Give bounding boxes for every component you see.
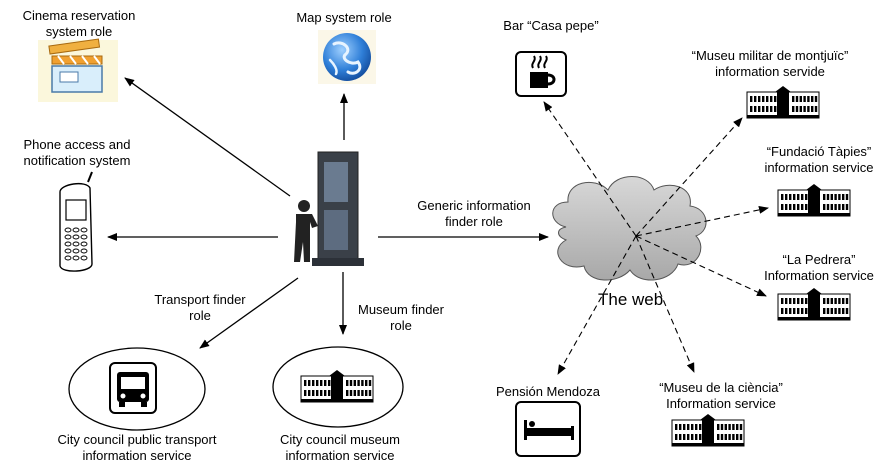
label-map: Map system role [296, 10, 392, 25]
dashed-arrow-pension [557, 235, 637, 375]
museum-building-icon-militar [746, 86, 820, 119]
web-cloud [552, 176, 707, 281]
info-kiosk-icon [294, 151, 364, 266]
museum-building-icon-ciencia [671, 414, 745, 447]
arrow-to-cinema [124, 77, 291, 197]
bed-icon [515, 401, 581, 457]
coffee-cup-icon [515, 51, 567, 97]
museum-building-icon-tapies [777, 184, 851, 217]
label-bar: Bar “Casa pepe” [503, 18, 599, 33]
museum-ellipse [272, 346, 404, 428]
label-pedrera: “La Pedrera”Information service [764, 252, 874, 283]
label-tapies: “Fundació Tàpies”information service [764, 144, 874, 175]
museum-building-icon-pedrera [777, 288, 851, 321]
transport-ellipse [68, 347, 206, 431]
globe-icon [318, 30, 376, 84]
clapperboard-icon [38, 38, 118, 102]
dashed-arrow-pedrera [635, 235, 767, 297]
label-militar: “Museu militar de montjuïc”information s… [691, 48, 849, 79]
arrow-to-transport [199, 277, 299, 349]
dashed-arrow-militar [635, 117, 743, 237]
mobile-phone-icon [59, 171, 93, 272]
dashed-arrow-tapies [635, 205, 769, 237]
dashed-arrow-bar [543, 101, 637, 237]
label-pension: Pensión Mendoza [495, 384, 601, 399]
label-the-web: The web [598, 290, 664, 309]
dashed-arrow-ciencia [635, 235, 695, 373]
label-ciencia: “Museu de la ciència”Information service [659, 380, 783, 411]
bus-icon [109, 362, 157, 414]
museum-building-icon-council [300, 370, 374, 403]
